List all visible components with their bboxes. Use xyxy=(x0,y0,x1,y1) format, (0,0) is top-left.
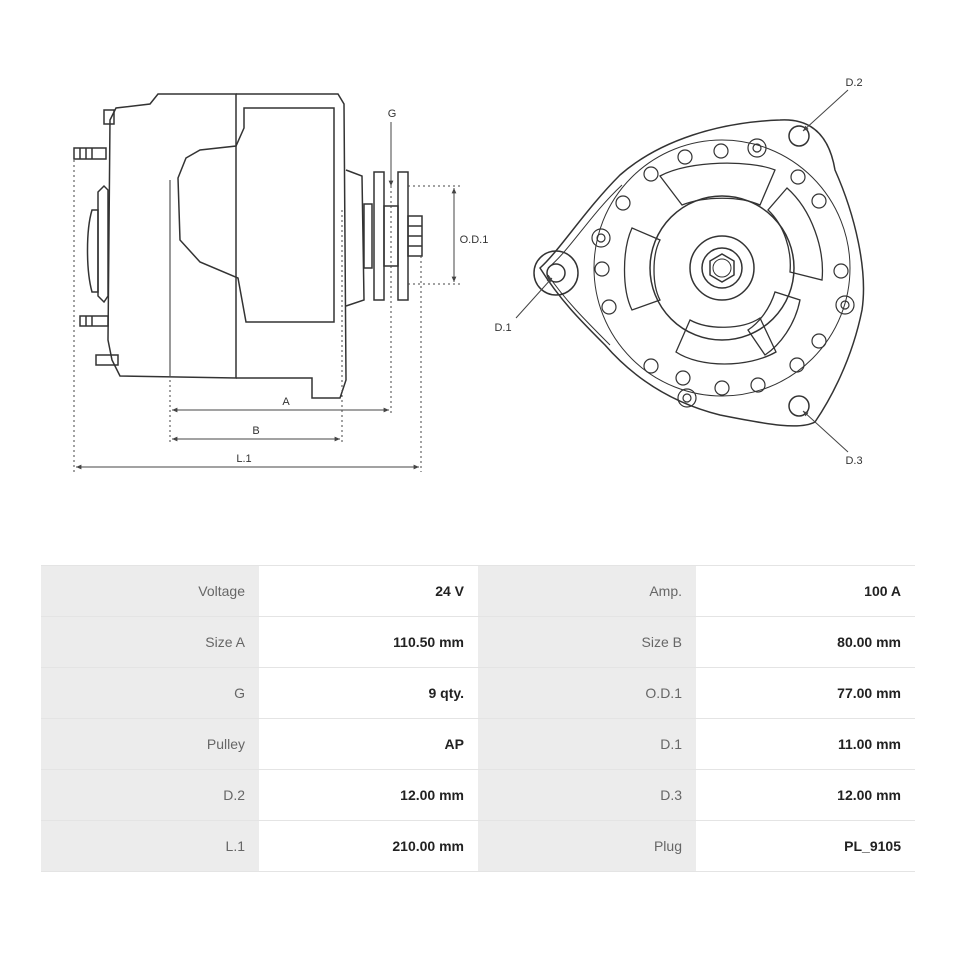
side-view xyxy=(73,93,423,399)
d1-mounting-boss xyxy=(533,250,579,296)
front-view xyxy=(533,119,865,427)
label-g: G xyxy=(388,108,397,120)
spec-value: 9 qty. xyxy=(259,667,478,719)
spec-label: G xyxy=(41,667,259,719)
pulley xyxy=(373,171,423,301)
d3-mounting-hole xyxy=(788,395,810,417)
spec-label: Amp. xyxy=(478,565,696,617)
spec-label: Plug xyxy=(478,820,696,872)
spec-value: 11.00 mm xyxy=(696,718,915,770)
front-bearing xyxy=(345,169,365,307)
spec-value: 12.00 mm xyxy=(696,769,915,821)
spec-value: AP xyxy=(259,718,478,770)
label-b: B xyxy=(252,425,259,437)
spec-label: O.D.1 xyxy=(478,667,696,719)
front-housing-outline xyxy=(539,119,865,427)
label-d2: D.2 xyxy=(845,77,862,89)
rear-cover xyxy=(107,93,237,379)
spec-label: Voltage xyxy=(41,565,259,617)
label-l1: L.1 xyxy=(236,453,251,465)
spec-value: 12.00 mm xyxy=(259,769,478,821)
spec-value: 80.00 mm xyxy=(696,616,915,668)
spec-label: Size B xyxy=(478,616,696,668)
vent-slots xyxy=(623,162,824,365)
spec-value: 110.50 mm xyxy=(259,616,478,668)
label-od1: O.D.1 xyxy=(460,234,489,246)
label-a: A xyxy=(282,396,290,408)
main-housing xyxy=(236,93,347,399)
spec-label: D.1 xyxy=(478,718,696,770)
spec-label: L.1 xyxy=(41,820,259,872)
spec-label: Size A xyxy=(41,616,259,668)
bolt-heads xyxy=(591,138,855,408)
spec-value: 24 V xyxy=(259,565,478,617)
label-d1: D.1 xyxy=(494,322,511,334)
label-d3: D.3 xyxy=(845,455,862,467)
leader-lines xyxy=(515,89,849,453)
spec-value: 77.00 mm xyxy=(696,667,915,719)
spec-label: D.3 xyxy=(478,769,696,821)
mounting-studs xyxy=(73,109,119,366)
alternator-technical-drawing: G O.D.1 A B L.1 xyxy=(73,77,865,472)
spec-value: 100 A xyxy=(696,565,915,617)
spec-value: 210.00 mm xyxy=(259,820,478,872)
spec-label: D.2 xyxy=(41,769,259,821)
spec-label: Pulley xyxy=(41,718,259,770)
dimension-lines xyxy=(73,122,462,472)
d2-mounting-hole xyxy=(788,125,810,147)
ring-holes xyxy=(594,143,849,396)
spec-value: PL_9105 xyxy=(696,820,915,872)
